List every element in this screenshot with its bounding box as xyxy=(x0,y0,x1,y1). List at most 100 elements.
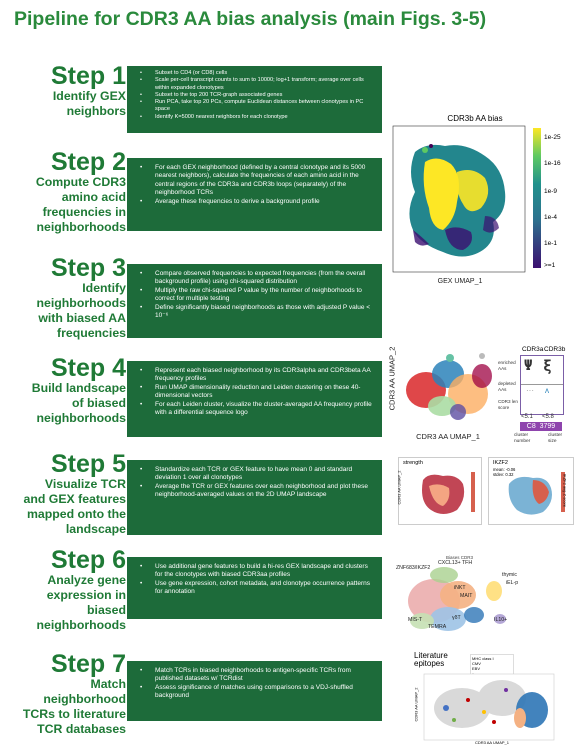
step-description-box: For each GEX neighborhood (defined by a … xyxy=(127,158,382,231)
logo-side-label: AAs xyxy=(498,387,507,393)
logo-side-label: AAs xyxy=(498,365,507,371)
step-number: Step 6 xyxy=(50,546,126,574)
step-subtitle: and GEX features xyxy=(23,491,126,506)
step-description-box: Subset to CD4 (or CD8) cellsScale per-ce… xyxy=(127,66,382,133)
epitopes-title-line: epitopes xyxy=(414,659,445,669)
logo-side-label: depleted xyxy=(498,381,516,387)
colorbar-tick-label: >=1 xyxy=(544,262,556,269)
step-subtitle: neighbors xyxy=(66,103,126,118)
step-subtitle: amino acid xyxy=(61,189,126,204)
step-bullet: Standardize each TCR or GEX feature to h… xyxy=(131,466,376,483)
logo-header-cdr3a: CDR3a xyxy=(522,346,544,353)
step-subtitle: neighborhoods xyxy=(36,295,126,310)
ikzf2-label: IKZF2 xyxy=(493,460,508,466)
step-description-box: Match TCRs in biased neighborhoods to an… xyxy=(127,661,382,721)
gex-cluster-label: iNKT xyxy=(454,585,466,591)
gex-cluster-label: CXCL13+ TFH xyxy=(438,560,473,566)
step-bullet: Assess significance of matches using com… xyxy=(131,684,376,701)
step-subtitle: landscape xyxy=(65,521,126,536)
page-title: Pipeline for CDR3 AA bias analysis (main… xyxy=(14,8,487,30)
gex-cluster-label: iEL-p xyxy=(506,580,519,586)
cluster-scatter xyxy=(406,353,492,420)
colorbar-tick-label: 1e-1 xyxy=(544,240,558,247)
step-subtitle: Match xyxy=(90,677,126,691)
epitopes-title-line: Literature xyxy=(414,651,448,660)
step-number: Step 2 xyxy=(50,148,126,176)
y-axis-label: CDR3 AA UMAP_2 xyxy=(387,346,397,411)
cluster-footer-label: cluster xyxy=(514,433,529,438)
step-bullet: Scale per-cell transcript counts to sum … xyxy=(131,77,376,92)
logo-side-label: score xyxy=(498,404,510,410)
step-subtitle: Identify xyxy=(82,281,126,295)
ikzf2-plot: IKZF2 mean: -0.06 stdev: 0.32 IKZF2 avg … xyxy=(488,457,574,525)
cdr3-landscape-figure: CDR3 AA UMAP_2 CDR3 AA UMAP_1 CDR3a CDR3… xyxy=(386,340,576,448)
step-bullet: Subset to CD4 (or CD8) cells xyxy=(131,70,376,78)
step-subtitle: expression in xyxy=(46,587,126,602)
step-description-box: Compare observed frequencies to expected… xyxy=(127,264,382,338)
step-description-box: Standardize each TCR or GEX feature to h… xyxy=(127,460,382,535)
step-subtitle: Visualize TCR xyxy=(44,477,126,491)
colorbar-tick-label: 1e-9 xyxy=(544,188,558,195)
step-subtitle: frequencies in xyxy=(42,204,126,219)
epitope-legend-item: MHC class I xyxy=(472,656,494,661)
cluster-footer-label: cluster xyxy=(548,433,563,438)
epitope-legend-item: EBV xyxy=(472,666,481,672)
step-bullet: Identify K=5000 nearest neighbors for ea… xyxy=(131,114,376,122)
logo-side-label: enriched xyxy=(498,360,516,365)
step-subtitle: neighborhoods xyxy=(36,617,126,632)
step-bullet: Match TCRs in biased neighborhoods to an… xyxy=(131,667,376,684)
step-subtitle: with biased AA xyxy=(38,310,126,325)
step-bullet: Multiply the raw chi-squared P value by … xyxy=(131,287,376,304)
gex-head: Biases CDR3 xyxy=(446,555,474,560)
sequence-logo: Ψ ξ ··· ʌ xyxy=(520,355,564,415)
logo-side-label: CDR3 len xyxy=(498,398,518,404)
step-bullet: Subset to the top 200 TCR-graph associat… xyxy=(131,92,376,100)
step-description-box: Represent each biased neighborhood by it… xyxy=(127,361,382,437)
cdr3-score-a: <5.1 xyxy=(521,414,533,420)
step-bullet: Average the TCR or GEX features over eac… xyxy=(131,483,376,500)
epitopes-umap xyxy=(423,673,555,741)
gex-cluster-label: MIS-T xyxy=(408,617,423,623)
step-subtitle: biased xyxy=(87,602,126,617)
strength-label: strength xyxy=(403,460,423,466)
step-bullet: Use additional gene features to build a … xyxy=(131,563,376,580)
figure-title: CDR3b AA bias xyxy=(447,114,503,123)
step-number: Step 1 xyxy=(50,62,126,90)
gex-cluster-label: γδT xyxy=(452,615,461,621)
feature-landscape-figure: strength CDR3 AA UMAP_2 IKZF2 mean: -0.0… xyxy=(397,457,574,527)
step-subtitle: neighborhoods xyxy=(36,410,126,425)
colorbar-tick-label: 1e-25 xyxy=(544,134,561,141)
step-subtitle: of biased xyxy=(72,395,126,410)
step-number: Step 5 xyxy=(50,450,126,478)
step-bullet: Run PCA, take top 20 PCs, compute Euclid… xyxy=(131,99,376,114)
step-bullet: For each GEX neighborhood (defined by a … xyxy=(131,164,376,198)
step-subtitle: Compute CDR3 xyxy=(35,175,126,189)
step-subtitle: frequencies xyxy=(56,325,126,340)
step-bullet: Define significantly biased neighborhood… xyxy=(131,304,376,321)
step-bullet: Average these frequencies to derive a ba… xyxy=(131,198,376,207)
step-subtitle: Analyze gene xyxy=(47,573,126,587)
colorbar-tick-label: 1e-4 xyxy=(544,214,558,221)
gex-cluster-label: ZNF683/IKZF2 xyxy=(396,565,431,571)
step-bullet: For each Leiden cluster, visualize the c… xyxy=(131,401,376,418)
ikzf2-mean: mean: -0.06 xyxy=(493,467,516,472)
gex-cluster-label: thymic xyxy=(502,572,517,578)
step-subtitle: TCRs to literature xyxy=(22,706,126,721)
x-axis-label: CDR3 AA UMAP_1 xyxy=(416,432,480,441)
step-subtitle: mapped onto the xyxy=(26,506,126,521)
right-axis-label: IKZF2 avg Z-score xyxy=(562,473,568,508)
gex-cluster-label: IL10+ xyxy=(494,617,508,623)
epitopes-y-axis: CDR3 AA UMAP_2 xyxy=(413,687,419,722)
step-subtitle: neighborhoods xyxy=(36,219,126,234)
cdr3-score-b: <5.8 xyxy=(542,414,554,420)
umap-plot xyxy=(392,125,541,273)
x-axis-label: GEX UMAP_1 xyxy=(437,278,483,285)
gex-cluster-figure: Biases CDR3 CXCL13+ TFH ZNF683/IKZF2 thymi… xyxy=(394,555,574,640)
